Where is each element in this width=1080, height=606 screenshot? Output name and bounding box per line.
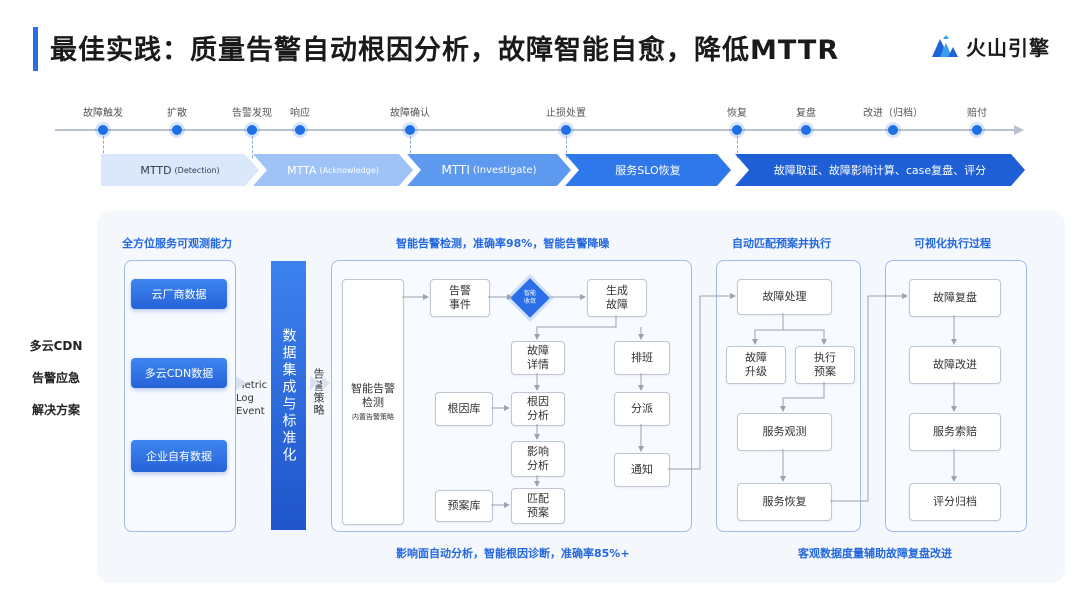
phase-mtta: MTTA(Acknowledge) bbox=[253, 154, 413, 186]
detector-title: 智能告警检测 bbox=[351, 381, 395, 409]
node-label: 根因分析 bbox=[527, 395, 549, 422]
source-enterprise: 企业自有数据 bbox=[131, 440, 227, 472]
signal-types: Metric Log Event bbox=[236, 379, 267, 418]
timeline-event: 响应 bbox=[290, 108, 310, 119]
phase-mtti: MTTI(Investigate) bbox=[407, 154, 571, 186]
timeline-dot bbox=[405, 125, 415, 135]
detector-sub: 内置告警策略 bbox=[352, 413, 394, 422]
match-plan-node: 匹配预案 bbox=[511, 488, 565, 524]
timeline-event: 止损处置 bbox=[546, 108, 586, 119]
page-title: 最佳实践：质量告警自动根因分析，故障智能自愈，降低MTTR bbox=[50, 35, 840, 66]
timeline-dot bbox=[561, 125, 571, 135]
timeline-divider bbox=[252, 136, 253, 158]
generate-fault-node: 生成故障 bbox=[587, 279, 647, 317]
timeline-event: 告警发现 bbox=[232, 108, 272, 119]
section-footer-review: 客观数据度量辅助故障复盘改进 bbox=[798, 547, 952, 560]
timeline-dot bbox=[98, 125, 108, 135]
phase-label: MTTI bbox=[441, 163, 470, 177]
section-footer-analysis: 影响面自动分析，智能根因诊断，准确率85%+ bbox=[396, 547, 630, 560]
fault-handling-node: 故障处理 bbox=[737, 279, 832, 315]
source-multicloud-cdn: 多云CDN数据 bbox=[131, 358, 227, 388]
timeline-arrow-icon bbox=[1014, 125, 1024, 135]
timeline-dot bbox=[172, 125, 182, 135]
data-integration-bar: 数据集成与标准化 bbox=[271, 261, 306, 530]
timeline-event: 赔付 bbox=[967, 108, 987, 119]
section-title-detection: 智能告警检测，准确率98%，智能告警降噪 bbox=[396, 237, 610, 250]
phase-slo-recover: 服务SLO恢复 bbox=[565, 154, 731, 186]
phase-label: 故障取证、故障影响计算、case复盘、评分 bbox=[773, 164, 987, 177]
timeline-divider bbox=[410, 136, 411, 158]
timeline-event: 故障触发 bbox=[83, 108, 123, 119]
phase-postmortem: 故障取证、故障影响计算、case复盘、评分 bbox=[735, 154, 1025, 186]
timeline-event: 复盘 bbox=[796, 108, 816, 119]
solution-label-line3: 解决方案 bbox=[31, 403, 80, 417]
node-label: 生成故障 bbox=[606, 284, 628, 311]
phase-label: MTTA bbox=[287, 163, 317, 177]
timeline-dot bbox=[972, 125, 982, 135]
timeline-dot bbox=[801, 125, 811, 135]
timeline-dot bbox=[732, 125, 742, 135]
solution-label-line1: 多云CDN bbox=[29, 339, 83, 353]
timeline-event: 扩散 bbox=[167, 108, 187, 119]
node-label: 告警事件 bbox=[449, 284, 471, 311]
timeline-divider bbox=[737, 136, 738, 158]
alert-event-node: 告警事件 bbox=[430, 279, 490, 317]
node-label: 故障升级 bbox=[745, 351, 767, 378]
node-label: 故障详情 bbox=[527, 344, 549, 371]
solution-label-line2: 告警应急 bbox=[31, 371, 80, 385]
notify-node: 通知 bbox=[614, 453, 670, 487]
phase-label: MTTD bbox=[140, 163, 172, 177]
timeline-dot bbox=[247, 125, 257, 135]
section-title-visual: 可视化执行过程 bbox=[914, 237, 991, 250]
service-recover-node: 服务恢复 bbox=[737, 483, 832, 521]
converge-label: 智能收敛 bbox=[523, 290, 536, 305]
phase-sub: (Investigate) bbox=[472, 164, 537, 176]
on-call-schedule-node: 排班 bbox=[614, 341, 670, 375]
node-label: 执行预案 bbox=[814, 351, 836, 378]
signal-metric: Metric bbox=[236, 380, 268, 391]
section-title-observability: 全方位服务可观测能力 bbox=[122, 237, 232, 250]
fault-detail-node: 故障详情 bbox=[511, 341, 565, 375]
brand-logo: 火山引擎 bbox=[930, 32, 1050, 61]
score-archive-node: 评分归档 bbox=[909, 483, 1001, 521]
dispatch-node: 分派 bbox=[614, 392, 670, 426]
timeline-divider bbox=[103, 136, 104, 158]
brand-name: 火山引擎 bbox=[966, 36, 1050, 60]
timeline-event: 改进（归档） bbox=[863, 108, 923, 119]
impact-analysis-node: 影响分析 bbox=[511, 441, 565, 477]
node-label: 匹配预案 bbox=[527, 492, 549, 519]
phase-sub: (Acknowledge) bbox=[319, 165, 379, 175]
timeline-divider bbox=[566, 136, 567, 158]
fault-improve-node: 故障改进 bbox=[909, 346, 1001, 384]
section-title-auto-plan: 自动匹配预案并执行 bbox=[732, 237, 831, 250]
signal-event: Event bbox=[236, 406, 265, 417]
timeline-axis bbox=[55, 129, 1018, 131]
fault-replay-node: 故障复盘 bbox=[909, 279, 1001, 317]
volcano-logo-icon bbox=[932, 34, 958, 57]
timeline-event: 恢复 bbox=[727, 108, 747, 119]
timeline-dot bbox=[888, 125, 898, 135]
source-cloud-vendor: 云厂商数据 bbox=[131, 279, 227, 309]
service-observe-node: 服务观测 bbox=[737, 413, 832, 451]
root-cause-analysis-node: 根因分析 bbox=[511, 392, 565, 426]
root-cause-library: 根因库 bbox=[435, 392, 493, 426]
phase-sub: (Detection) bbox=[174, 165, 220, 175]
smart-alert-detector: 智能告警检测 内置告警策略 bbox=[342, 279, 404, 525]
signal-log: Log bbox=[236, 393, 254, 404]
timeline-event: 故障确认 bbox=[390, 108, 430, 119]
fault-escalation-node: 故障升级 bbox=[726, 346, 786, 384]
node-label: 影响分析 bbox=[527, 445, 549, 472]
phase-mttd: MTTD(Detection) bbox=[101, 154, 259, 186]
service-claim-node: 服务索赔 bbox=[909, 413, 1001, 451]
title-accent-bar bbox=[33, 27, 38, 71]
phase-label: 服务SLO恢复 bbox=[615, 164, 681, 177]
timeline-dot bbox=[295, 125, 305, 135]
plan-library: 预案库 bbox=[435, 490, 493, 522]
execute-plan-node: 执行预案 bbox=[795, 346, 855, 384]
